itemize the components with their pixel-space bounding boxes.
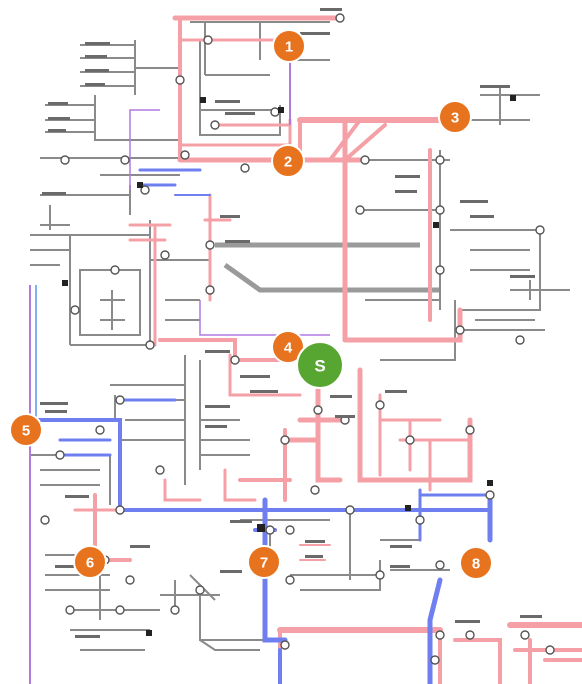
label-stubs [40, 8, 542, 638]
marker-2-circle [271, 144, 305, 178]
marker-3-label: 3 [451, 110, 459, 127]
marker-substation-label: S [314, 357, 325, 376]
marker-6[interactable]: 6 [73, 545, 107, 579]
marker-4-circle [271, 330, 305, 364]
marker-5-left-label: 5 [22, 423, 30, 440]
marker-7-label: 7 [260, 555, 268, 572]
marker-8[interactable]: 8 [459, 546, 493, 580]
marker-5-left[interactable]: 5 [9, 413, 43, 447]
marker-5-left-circle [9, 413, 43, 447]
marker-8-circle [459, 546, 493, 580]
marker-1[interactable]: 1 [272, 29, 306, 63]
marker-8-label: 8 [472, 556, 480, 573]
marker-1-label: 1 [285, 39, 293, 56]
marker-4[interactable]: 4 [271, 330, 305, 364]
marker-7-circle [247, 545, 281, 579]
marker-2-label: 2 [284, 154, 292, 171]
closed-switches [62, 95, 516, 636]
marker-substation-circle [296, 341, 344, 389]
marker-7[interactable]: 7 [247, 545, 281, 579]
marker-4-label: 4 [284, 340, 293, 357]
marker-1-circle [272, 29, 306, 63]
switch-nodes [40, 13, 555, 665]
marker-3[interactable]: 3 [438, 100, 472, 134]
marker-substation[interactable]: S [296, 341, 344, 389]
marker-2[interactable]: 2 [271, 144, 305, 178]
marker-6-label: 6 [86, 555, 94, 572]
marker-6-circle [73, 545, 107, 579]
blue-feeder-lines [33, 168, 493, 684]
grey-feeder-lines [30, 21, 570, 651]
marker-3-circle [438, 100, 472, 134]
